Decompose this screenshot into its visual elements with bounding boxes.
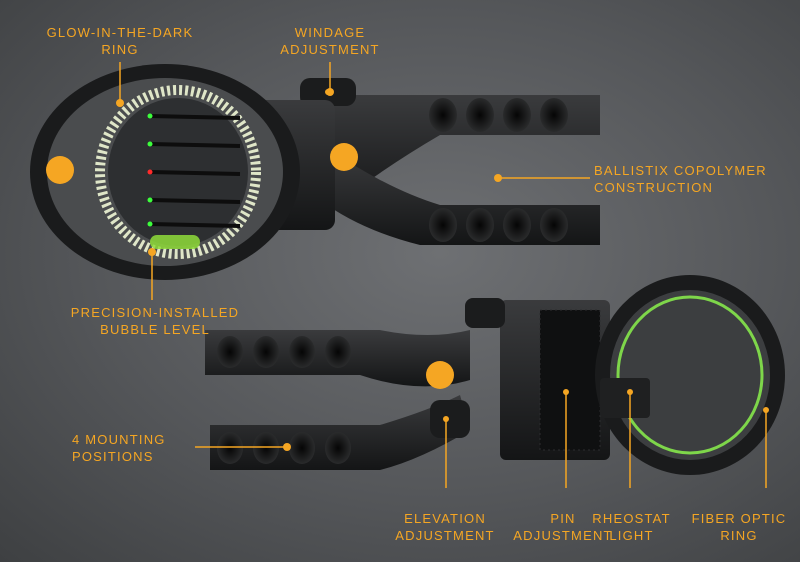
callout-elevation: ELEVATION ADJUSTMENT <box>380 510 510 544</box>
fiber-optic-ring <box>616 295 764 455</box>
upper-mounting-holes-top <box>429 98 568 132</box>
logo-badge-upper <box>330 143 358 171</box>
lower-mounting-holes-top <box>217 336 351 368</box>
callout-rheostat: RHEOSTAT LIGHT <box>584 510 679 544</box>
sight-pins <box>149 114 241 228</box>
callout-glow-ring-line2: RING <box>101 42 139 57</box>
sight-upper <box>30 64 600 280</box>
glow-ring <box>95 85 261 259</box>
elevation-knob <box>430 400 470 438</box>
callout-windage: WINDAGE ADJUSTMENT <box>270 24 390 58</box>
sight-lower <box>205 275 785 475</box>
bubble-level <box>150 235 200 249</box>
callout-bubble: PRECISION-INSTALLED BUBBLE LEVEL <box>60 304 250 338</box>
callout-glow-ring-line1: GLOW-IN-THE-DARK <box>46 25 194 40</box>
callout-elevation-line2: ADJUSTMENT <box>395 528 495 543</box>
callout-bubble-line1: PRECISION-INSTALLED <box>70 305 240 320</box>
lower-mounting-holes-bottom <box>217 432 351 464</box>
rheostat-light <box>600 378 650 418</box>
callout-ballistix-line1: BALLISTIX COPOLYMER <box>594 163 767 178</box>
pin-track <box>539 309 601 451</box>
callout-rheostat-line2: LIGHT <box>609 528 654 543</box>
windage-knob-lower <box>465 298 505 328</box>
upper-mounting-holes-bottom <box>429 208 568 242</box>
callout-windage-line2: ADJUSTMENT <box>280 42 380 57</box>
callout-bubble-line2: BUBBLE LEVEL <box>100 322 210 337</box>
callout-elevation-line1: ELEVATION <box>404 511 486 526</box>
callout-mounting: 4 MOUNTING POSITIONS <box>72 431 166 465</box>
callout-windage-line1: WINDAGE <box>294 25 366 40</box>
callout-pin-line2: ADJUSTMENT <box>513 528 613 543</box>
callout-rheostat-line1: RHEOSTAT <box>592 511 671 526</box>
callout-glow-ring: GLOW-IN-THE-DARK RING <box>45 24 195 58</box>
callout-ballistix: BALLISTIX COPOLYMER CONSTRUCTION <box>594 162 767 196</box>
callout-fiber-line1: FIBER OPTIC <box>691 511 787 526</box>
callout-mounting-line2: POSITIONS <box>72 449 154 464</box>
callout-pin-line1: PIN <box>550 511 576 526</box>
callout-mounting-line1: 4 MOUNTING <box>72 432 166 447</box>
callout-lines <box>119 62 767 488</box>
logo-badge-lower <box>426 361 454 389</box>
callout-fiber-line2: RING <box>720 528 758 543</box>
callout-ballistix-line2: CONSTRUCTION <box>594 180 714 195</box>
logo-badge-ring <box>46 156 74 184</box>
callout-pin: PIN ADJUSTMENT <box>508 510 618 544</box>
callout-fiber: FIBER OPTIC RING <box>684 510 794 544</box>
